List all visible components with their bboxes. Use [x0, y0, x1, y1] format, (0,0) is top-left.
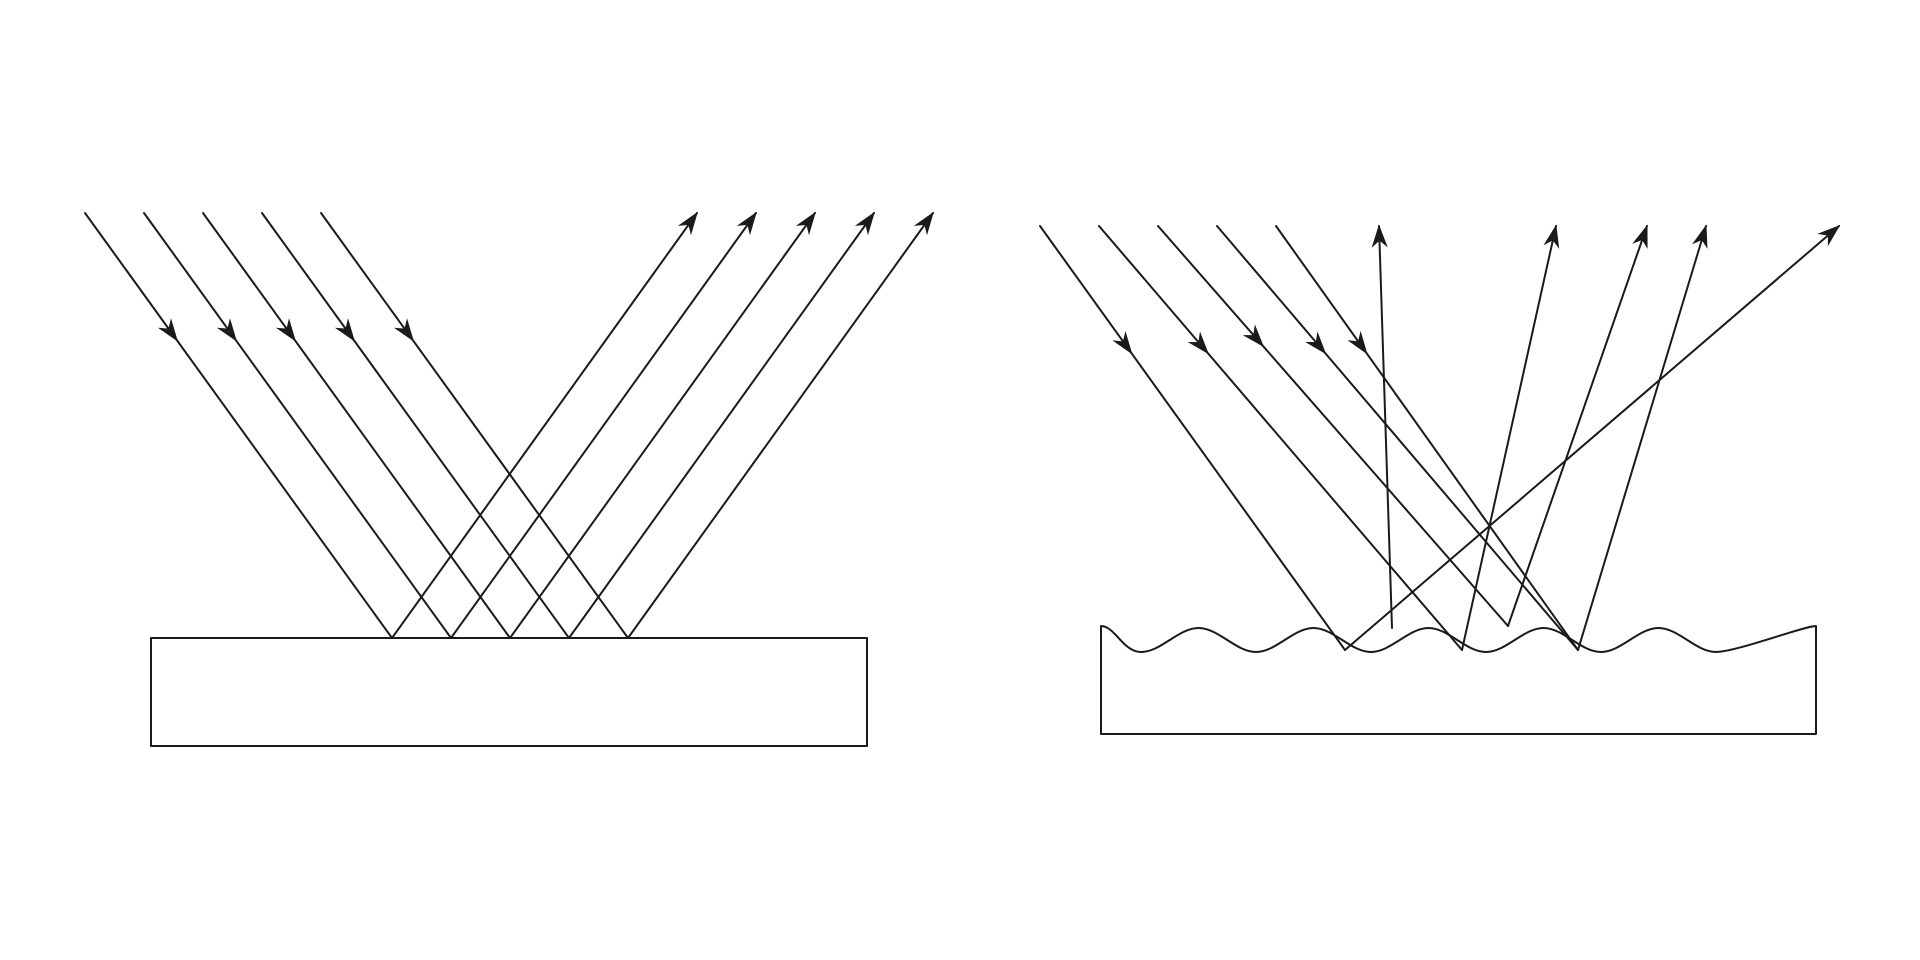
- reflected-arrow-icon: [1543, 224, 1560, 249]
- smooth-surface: [150, 637, 868, 747]
- reflected-arrow-icon: [1632, 224, 1648, 250]
- incident-ray: [143, 212, 452, 639]
- incident-ray: [84, 212, 393, 639]
- incident-ray: [1216, 225, 1579, 651]
- reflected-arrow-icon: [913, 211, 934, 236]
- reflected-ray: [391, 212, 698, 639]
- incident-arrow-icon: [1187, 331, 1209, 355]
- rough-surface: [1100, 625, 1817, 735]
- incident-arrow-icon: [334, 318, 355, 342]
- reflected-arrow-icon: [1692, 224, 1708, 250]
- reflected-arrow-icon: [854, 211, 875, 236]
- reflected-ray: [1344, 225, 1840, 651]
- reflected-ray: [1507, 225, 1648, 627]
- incident-arrow-icon: [1242, 324, 1264, 348]
- reflected-arrow-icon: [736, 211, 757, 236]
- incident-arrow-icon: [216, 318, 237, 342]
- reflected-arrow-icon: [1817, 225, 1841, 247]
- incident-arrow-icon: [157, 318, 178, 342]
- reflected-ray: [509, 212, 816, 639]
- incident-arrow-icon: [1112, 330, 1133, 355]
- incident-arrow-icon: [1305, 331, 1327, 355]
- incident-ray: [1275, 225, 1579, 651]
- incident-ray: [202, 212, 511, 639]
- reflected-arrow-icon: [677, 211, 698, 236]
- reflected-ray: [627, 212, 934, 639]
- incident-arrow-icon: [1347, 330, 1368, 355]
- reflected-ray: [1577, 225, 1707, 651]
- reflected-arrow-icon: [795, 211, 816, 236]
- incident-arrow-icon: [393, 318, 414, 342]
- incident-ray: [261, 212, 570, 639]
- specular-reflection-panel: [84, 211, 934, 747]
- reflected-ray: [1378, 225, 1393, 629]
- incident-ray: [1039, 225, 1346, 651]
- reflected-ray: [1461, 225, 1557, 651]
- reflected-ray: [450, 212, 757, 639]
- reflected-arrow-icon: [1371, 224, 1388, 248]
- reflected-ray: [568, 212, 875, 639]
- diffuse-reflection-panel: [1039, 224, 1841, 735]
- incident-ray: [320, 212, 629, 639]
- incident-arrow-icon: [275, 318, 296, 342]
- incident-ray: [1098, 225, 1463, 651]
- incident-ray: [1157, 225, 1509, 627]
